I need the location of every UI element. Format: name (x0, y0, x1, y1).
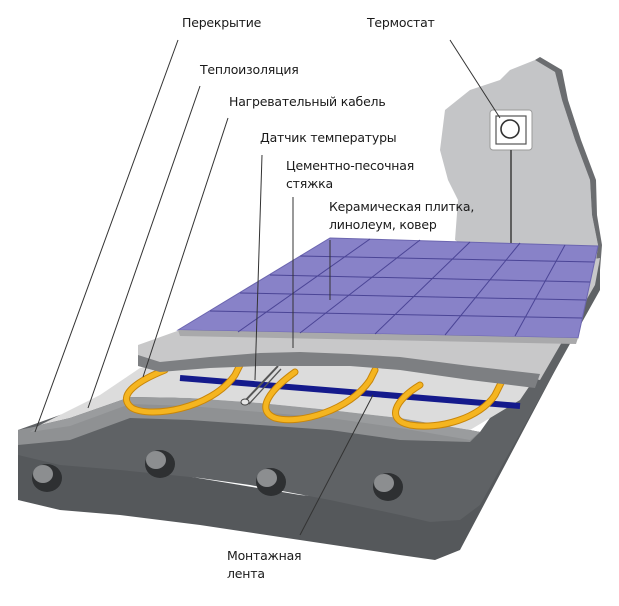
mounting-tape (179, 375, 521, 409)
label-covering-line1: Керамическая плитка, (329, 199, 475, 214)
label-mounting-tape-line2: лента (227, 566, 265, 581)
label-screed-line2: стяжка (286, 176, 333, 191)
slab-holes (32, 450, 403, 501)
label-mounting-tape-line1: Монтажная (227, 548, 302, 563)
wall (440, 57, 602, 285)
label-temp-sensor: Датчик температуры (260, 130, 397, 145)
heating-cable (123, 361, 509, 430)
thermostat-icon (489, 109, 533, 246)
label-thermostat: Термостат (367, 15, 435, 30)
label-heating-cable: Нагревательный кабель (229, 94, 386, 109)
temperature-sensor (240, 365, 282, 406)
leader-lines (34, 39, 501, 536)
tile-surface (176, 237, 599, 344)
label-screed-line1: Цементно-песочная (286, 158, 415, 173)
label-covering-line2: линолеум, ковер (329, 217, 437, 232)
label-insulation: Теплоизоляция (200, 62, 299, 77)
label-slab: Перекрытие (182, 15, 262, 30)
